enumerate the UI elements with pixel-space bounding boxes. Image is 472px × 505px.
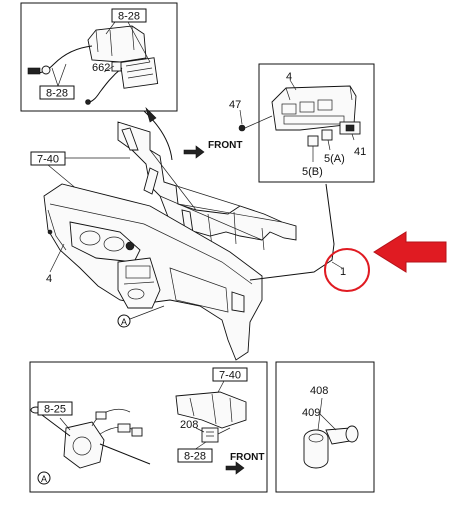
svg-text:7-40: 7-40	[37, 154, 59, 166]
marker-a-main: A	[117, 305, 165, 328]
label-5b: 5(B)	[302, 166, 323, 178]
relay-208-part	[201, 427, 219, 443]
glovebox-part	[169, 267, 229, 313]
label-47: 47	[229, 99, 241, 111]
inset-bottom-left: 7-40 8-25 208 8-28	[29, 361, 268, 493]
leader-inset-to-panel	[249, 183, 335, 281]
label-208: 208	[180, 419, 198, 431]
label-8-25: 8-25	[37, 401, 73, 416]
front-arrow-bottom: FRONT	[225, 452, 264, 475]
label-8-28-left: 8-28	[39, 85, 75, 100]
label-8-28-top: 8-28	[111, 8, 147, 23]
label-5a: 5(A)	[324, 153, 345, 165]
knob-5b-part	[307, 135, 319, 147]
inset-bottom-left-frame	[29, 361, 268, 493]
screw-47: 47	[229, 99, 273, 132]
label-4-panel: 4	[46, 273, 52, 285]
red-callout-circle	[324, 248, 370, 292]
svg-text:662: 662	[92, 62, 110, 74]
svg-text:8-28: 8-28	[184, 451, 206, 463]
label-7-40-main: 7-40	[30, 151, 130, 201]
label-7-40-bottom: 7-40	[219, 370, 241, 382]
svg-text:FRONT: FRONT	[230, 452, 264, 463]
label-8-28-bottom: 8-28	[177, 448, 213, 463]
svg-text:FRONT: FRONT	[208, 140, 242, 151]
label-408: 408	[310, 385, 328, 397]
svg-text:A: A	[121, 317, 127, 327]
svg-text:8-28: 8-28	[46, 88, 68, 100]
marker-a-bottom: A	[37, 471, 51, 485]
sensor-662-part	[111, 61, 122, 72]
arrow-right-icon	[225, 461, 245, 475]
arrow-right-icon	[183, 145, 205, 159]
inset-bottom-right-frame	[275, 361, 375, 493]
knob-5a-part	[321, 129, 333, 141]
svg-text:A: A	[41, 474, 47, 484]
label-41: 41	[354, 146, 366, 158]
inset-top-left: 8-28 662 8-28	[20, 2, 178, 112]
svg-text:8-25: 8-25	[44, 404, 66, 416]
label-4-top: 4	[286, 71, 292, 83]
inset-bottom-right: 408 409	[275, 361, 375, 493]
label-662: 662	[92, 62, 110, 74]
inset-top-right: 4 41 5(A) 5(B)	[258, 63, 375, 183]
connector-module-part	[119, 57, 159, 89]
label-409: 409	[302, 407, 320, 419]
svg-text:8-28: 8-28	[118, 11, 140, 23]
callout-item-1: 1	[324, 248, 370, 292]
control-module-part	[87, 25, 147, 63]
red-arrow-left-icon	[373, 231, 447, 273]
instrument-panel	[43, 183, 263, 361]
front-arrow-top: FRONT	[183, 140, 242, 159]
label-1: 1	[340, 266, 346, 278]
cross-car-beam	[117, 121, 297, 251]
combination-switch-part	[63, 421, 105, 469]
